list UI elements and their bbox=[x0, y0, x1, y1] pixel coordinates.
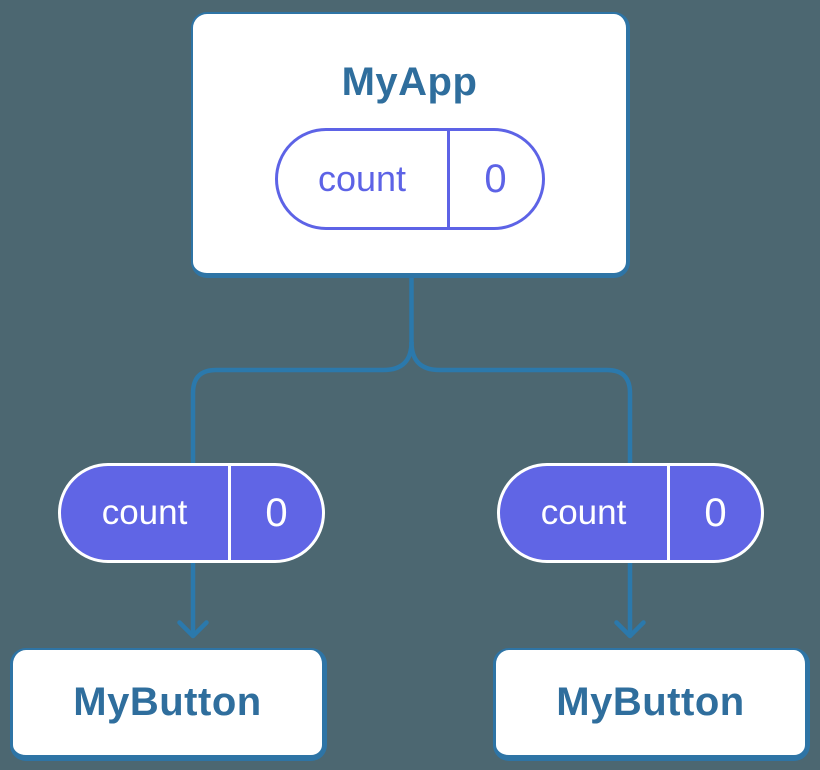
child-component-box-left: MyButton bbox=[10, 648, 327, 761]
pill-divider bbox=[228, 466, 231, 560]
state-pill-label: count bbox=[317, 158, 407, 199]
branch-connector-right bbox=[409, 341, 633, 470]
pill-divider bbox=[446, 131, 450, 227]
prop-pill-label: count bbox=[101, 493, 188, 532]
prop-pill-value: 0 bbox=[704, 490, 727, 535]
parent-state-pill: count 0 bbox=[274, 128, 545, 230]
branch-connector-left bbox=[190, 341, 414, 470]
parent-component-box: MyApp count 0 bbox=[191, 12, 630, 278]
child-component-title: MyButton bbox=[73, 680, 262, 724]
child-prop-pill-right: count 0 bbox=[497, 463, 764, 563]
prop-pill-label: count bbox=[540, 493, 627, 532]
pill-divider bbox=[667, 466, 670, 560]
child-prop-pill-left: count 0 bbox=[58, 463, 325, 563]
parent-component-title: MyApp bbox=[341, 60, 478, 104]
arrow-down-icon bbox=[177, 620, 209, 639]
child-component-title: MyButton bbox=[556, 680, 745, 724]
state-pill-value: 0 bbox=[484, 156, 507, 201]
child-component-box-right: MyButton bbox=[493, 648, 810, 761]
arrow-down-icon bbox=[614, 620, 646, 639]
prop-pill-value: 0 bbox=[265, 490, 288, 535]
